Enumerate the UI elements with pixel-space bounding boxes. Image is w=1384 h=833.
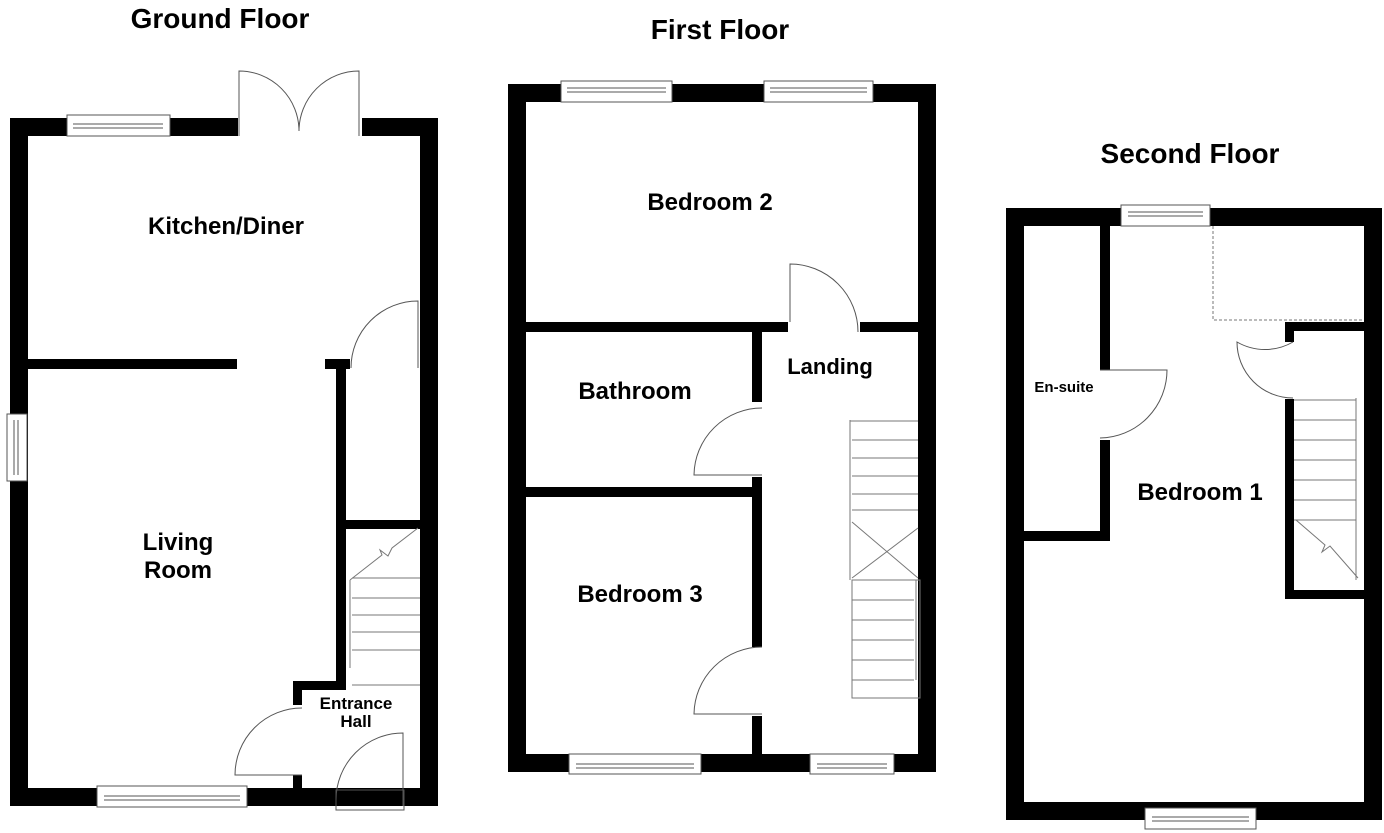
ground-floor-title: Ground Floor	[130, 3, 310, 34]
room-living-room-line2: Room	[144, 557, 212, 584]
doors	[234, 70, 1294, 811]
room-bedroom-1: Bedroom 1	[1137, 479, 1263, 506]
second-floor-title: Second Floor	[1100, 138, 1280, 169]
room-en-suite: En-suite	[1034, 379, 1094, 396]
room-living-room-line1: Living	[142, 529, 214, 556]
windows	[6, 80, 1257, 830]
room-entrance-hall-line1: Entrance	[319, 694, 393, 713]
stairs	[349, 398, 1359, 699]
room-landing: Landing	[787, 354, 873, 379]
loft-outline	[1212, 226, 1364, 321]
room-bedroom-3: Bedroom 3	[577, 581, 703, 608]
first-floor-title: First Floor	[650, 14, 790, 45]
room-bathroom: Bathroom	[578, 378, 692, 405]
room-entrance-hall-line2: Hall	[340, 712, 372, 731]
room-kitchen-diner: Kitchen/Diner	[147, 213, 305, 240]
room-bedroom-2: Bedroom 2	[647, 189, 773, 216]
